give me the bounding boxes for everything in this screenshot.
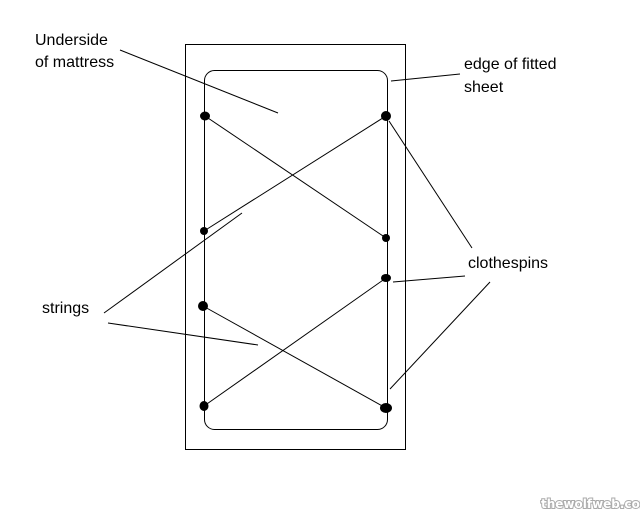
clothespin — [200, 111, 210, 121]
string — [203, 277, 387, 407]
strings — [202, 115, 387, 409]
label-mattress-line1: Underside — [35, 32, 108, 49]
mattress-outline — [185, 44, 406, 450]
leader-line-clothespin — [388, 120, 473, 249]
clothespin — [199, 401, 209, 411]
clothespin — [382, 234, 390, 242]
clothespin — [200, 227, 208, 235]
clothespin — [198, 301, 208, 311]
clothespin — [381, 274, 391, 282]
label-strings: strings — [42, 300, 89, 317]
label-sheet-line1: edge of fitted — [464, 56, 557, 73]
leader-line-clothespin — [392, 275, 466, 283]
string — [203, 115, 387, 232]
fitted-sheet-edge — [204, 70, 388, 430]
label-mattress-line2: of mattress — [35, 54, 114, 71]
watermark: thewolfweb.com — [541, 497, 640, 511]
label-sheet-line2: sheet — [464, 79, 504, 96]
string — [202, 305, 387, 409]
clothespin — [381, 111, 391, 121]
leader-line-clothespin — [389, 281, 491, 390]
label-clothespins: clothespins — [468, 255, 548, 272]
clothespins — [198, 111, 392, 413]
leader-line-sheet — [390, 73, 461, 82]
leader-line-strings — [107, 322, 259, 346]
string — [204, 115, 387, 239]
leader-line-mattress — [119, 49, 279, 114]
leader-lines — [103, 49, 491, 390]
leader-line-strings — [103, 212, 243, 314]
clothespin — [380, 403, 392, 413]
